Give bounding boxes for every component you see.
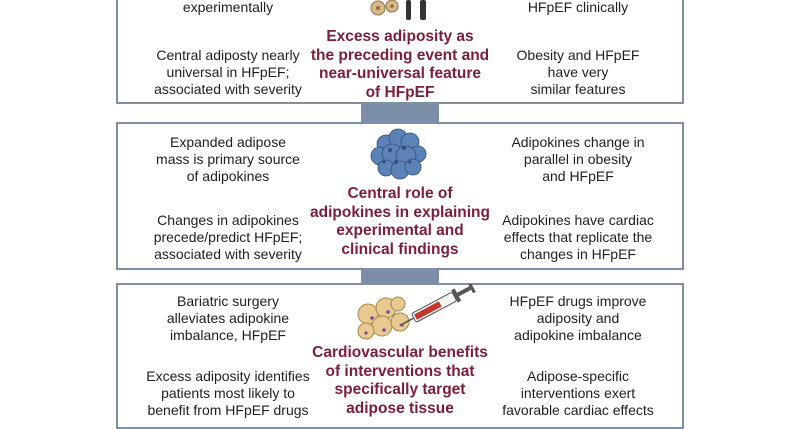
panel-1-left-top: experimentally [182, 0, 274, 15]
syringe-adipose-tissue-icon [357, 284, 476, 340]
panel-2-right-top: Adipokines change in parallel in obesity… [511, 134, 645, 184]
panel-1-right-bottom: Obesity and HFpEF have very similar feat… [516, 47, 640, 97]
panel-3-right-bottom: Adipose-specific interventions exert fav… [502, 368, 654, 418]
panel-2-center-title: Central role of adipokines in explaining… [309, 185, 490, 258]
panel-3-left-bottom: Excess adiposity identifies patients mos… [146, 368, 310, 418]
panel-1-center-title: Excess adiposity as the preceding event … [310, 28, 490, 101]
panel-2-left-top: Expanded adipose mass is primary source … [156, 134, 300, 184]
connector-bar [361, 104, 439, 122]
panel-2-right-bottom: Adipokines have cardiac effects that rep… [502, 212, 654, 262]
panel-1-left-bottom: Central adiposty nearly universal in HFp… [154, 47, 302, 97]
adipokine-protein-icon [370, 128, 427, 180]
panel-3-left-top: Bariatric surgery alleviates adipokine i… [166, 293, 290, 343]
panel-3-center-title: Cardiovascular benefits of interventions… [312, 344, 488, 417]
panel-adiposity [116, 0, 684, 104]
panel-1-right-top: HFpEF clinically [527, 0, 629, 15]
panel-3-right-top: HFpEF drugs improve adiposity and adipok… [509, 293, 647, 343]
adipocytes-and-people-icon [370, 0, 426, 20]
panel-2-left-bottom: Changes in adipokines precede/predict HF… [153, 212, 303, 262]
connector-bar [361, 270, 439, 283]
